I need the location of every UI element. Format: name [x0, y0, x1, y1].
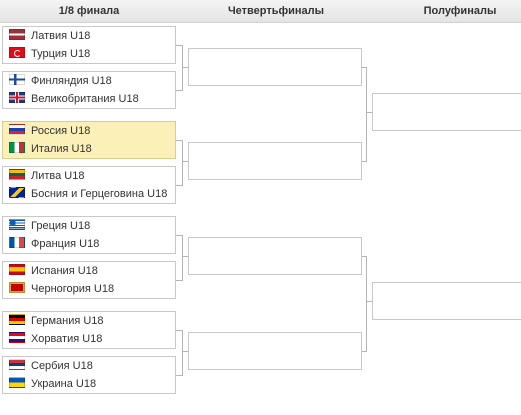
team-latvia: Латвия U18 — [9, 28, 90, 44]
team-name: Украина U18 — [31, 378, 97, 390]
team-ukraine: Украина U18 — [9, 376, 96, 392]
round-of-16-title: 1/8 финала — [58, 5, 120, 17]
italy-flag-icon — [9, 142, 25, 153]
russia-flag-icon — [9, 124, 25, 135]
connector — [362, 161, 366, 162]
connector — [182, 351, 188, 352]
connector — [176, 375, 182, 376]
match-7[interactable]: Германия U18 Хорватия U18 — [2, 311, 176, 349]
team-great-britain: Великобритания U18 — [9, 91, 139, 107]
connector — [366, 256, 367, 352]
team-name: Турция U18 — [31, 48, 91, 60]
team-name: Хорватия U18 — [31, 333, 103, 345]
team-name: Сербия U18 — [31, 360, 93, 372]
great-britain-flag-icon — [9, 92, 25, 103]
team-turkey: Турция U18 — [9, 46, 90, 62]
croatia-flag-icon — [9, 332, 25, 343]
semifinal-slot-1[interactable] — [372, 93, 521, 131]
connector — [176, 280, 182, 281]
france-flag-icon — [9, 237, 25, 248]
team-name: Испания U18 — [31, 265, 98, 277]
team-name: Германия U18 — [31, 315, 104, 327]
connector — [362, 67, 366, 68]
semifinals-title: Полуфиналы — [423, 5, 497, 17]
match-4[interactable]: Литва U18 Босния и Герцеговина U18 — [2, 166, 176, 204]
match-6[interactable]: Испания U18 Черногория U18 — [2, 261, 176, 299]
connector — [182, 330, 183, 376]
finland-flag-icon — [9, 74, 25, 85]
team-france: Франция U18 — [9, 236, 99, 252]
connector — [176, 90, 182, 91]
team-italy: Италия U18 — [9, 141, 92, 157]
quarterfinal-slot-1[interactable] — [188, 48, 362, 86]
connector — [362, 256, 366, 257]
team-serbia: Сербия U18 — [9, 358, 93, 374]
spain-flag-icon — [9, 264, 25, 275]
bracket-header: 1/8 финала Четвертьфиналы Полуфиналы — [0, 0, 521, 23]
team-finland: Финляндия U18 — [9, 73, 112, 89]
connector — [362, 351, 366, 352]
team-name: Литва U18 — [31, 170, 85, 182]
connector — [176, 330, 182, 331]
connector — [182, 67, 188, 68]
match-1[interactable]: Латвия U18 Турция U18 — [2, 26, 176, 64]
connector — [182, 45, 183, 91]
team-name: Италия U18 — [31, 143, 92, 155]
team-name: Россия U18 — [31, 125, 91, 137]
team-montenegro: Черногория U18 — [9, 281, 114, 297]
team-name: Латвия U18 — [31, 30, 91, 42]
ukraine-flag-icon — [9, 377, 25, 388]
team-name: Финляндия U18 — [31, 75, 112, 87]
latvia-flag-icon — [9, 29, 25, 40]
connector — [182, 235, 183, 281]
team-bosnia: Босния и Герцеговина U18 — [9, 186, 167, 202]
quarterfinal-slot-2[interactable] — [188, 142, 362, 180]
bosnia-flag-icon — [9, 187, 25, 198]
montenegro-flag-icon — [9, 282, 25, 293]
team-lithuania: Литва U18 — [9, 168, 84, 184]
turkey-flag-icon — [9, 47, 25, 58]
team-spain: Испания U18 — [9, 263, 98, 279]
connector — [176, 45, 182, 46]
greece-flag-icon — [9, 219, 25, 230]
match-3[interactable]: Россия U18 Италия U18 — [2, 121, 176, 159]
germany-flag-icon — [9, 314, 25, 325]
team-russia: Россия U18 — [9, 123, 90, 139]
team-name: Великобритания U18 — [31, 93, 139, 105]
lithuania-flag-icon — [9, 169, 25, 180]
connector — [182, 161, 188, 162]
team-germany: Германия U18 — [9, 313, 104, 329]
quarterfinal-slot-4[interactable] — [188, 332, 362, 370]
team-name: Босния и Герцеговина U18 — [31, 188, 168, 200]
team-name: Черногория U18 — [31, 283, 115, 295]
connector — [176, 235, 182, 236]
connector — [366, 112, 372, 113]
quarterfinal-slot-3[interactable] — [188, 237, 362, 275]
connector — [182, 140, 183, 186]
team-greece: Греция U18 — [9, 218, 90, 234]
semifinal-slot-2[interactable] — [372, 282, 521, 320]
connector — [176, 185, 182, 186]
connector — [182, 256, 188, 257]
match-2[interactable]: Финляндия U18 Великобритания U18 — [2, 71, 176, 109]
team-name: Франция U18 — [31, 238, 100, 250]
match-8[interactable]: Сербия U18 Украина U18 — [2, 356, 176, 394]
match-5[interactable]: Греция U18 Франция U18 — [2, 216, 176, 254]
connector — [176, 140, 182, 141]
quarterfinals-title: Четвертьфиналы — [227, 5, 325, 17]
team-croatia: Хорватия U18 — [9, 331, 102, 347]
connector — [366, 67, 367, 162]
connector — [366, 301, 372, 302]
team-name: Греция U18 — [31, 220, 91, 232]
serbia-flag-icon — [9, 359, 25, 370]
